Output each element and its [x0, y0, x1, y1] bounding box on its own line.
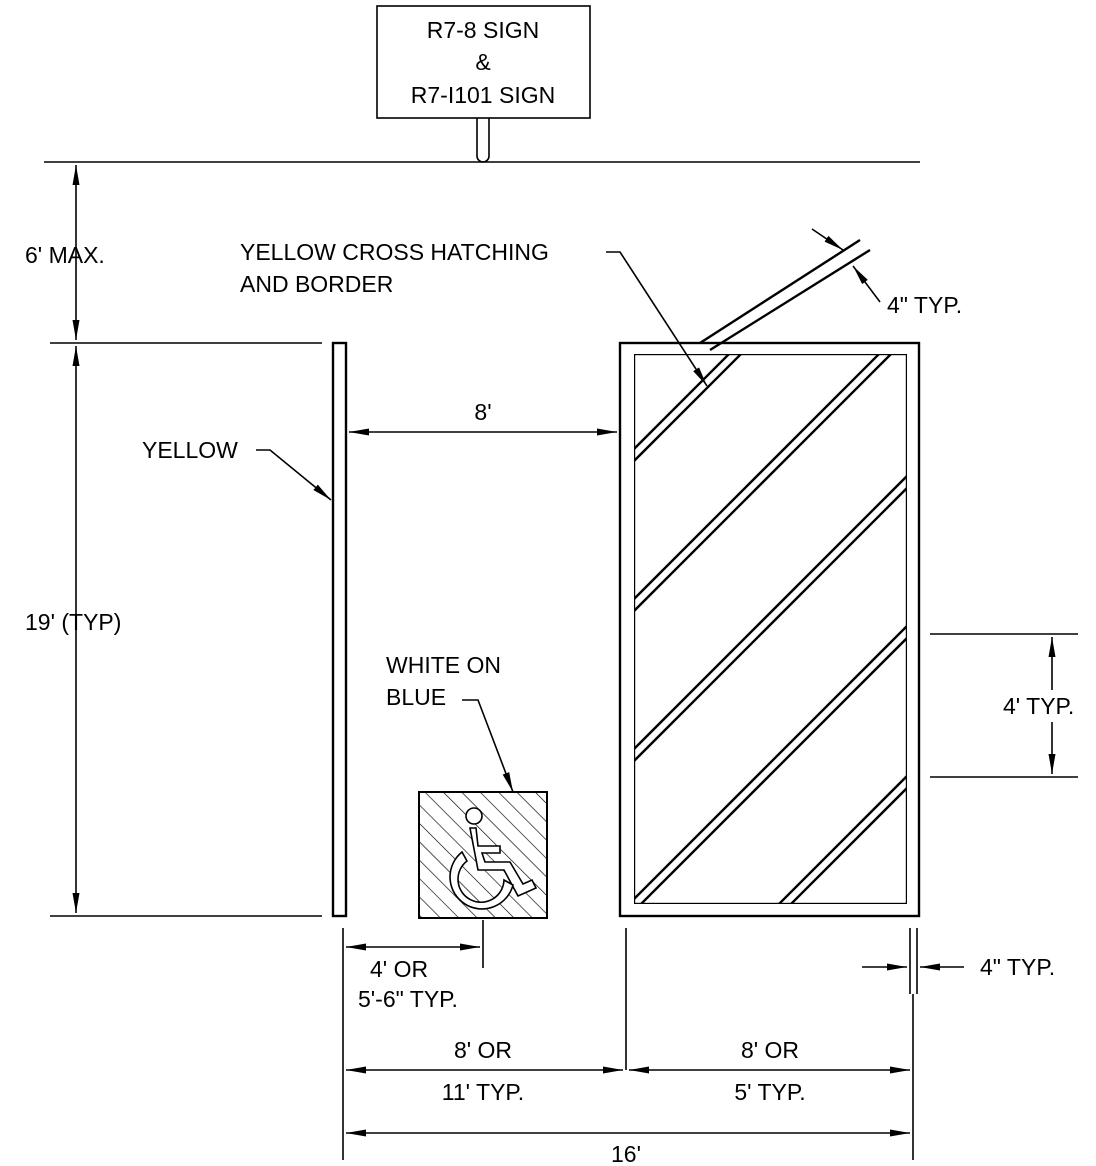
yellow-label: YELLOW [142, 437, 238, 463]
sign-post [476, 118, 490, 163]
aisle-inner-border [634, 354, 907, 904]
stripe-width-top-label: 4" TYP. [887, 292, 962, 318]
hatch-stripe [634, 566, 907, 904]
sign-line-2: & [475, 49, 490, 75]
stripe-width-arrow-top [811, 228, 844, 251]
cross-hatching-label-2: AND BORDER [240, 271, 393, 297]
cross-hatching [634, 354, 907, 904]
aisle-border [618, 341, 921, 918]
stall-bottom-label-1: 8' OR [454, 1037, 512, 1063]
aisle-bottom-label-1: 8' OR [741, 1037, 799, 1063]
max-height-label: 6' MAX. [25, 242, 105, 268]
white-on-label-2: BLUE [386, 684, 446, 710]
stall-width-label: 8' [474, 399, 491, 425]
wheelchair-icon [449, 807, 538, 910]
stripe-extension [699, 238, 871, 352]
sign-line-3: R7-I101 SIGN [411, 82, 555, 108]
cross-hatching-leader [606, 251, 708, 387]
stall-length-label: 19' (TYP) [25, 609, 121, 635]
sign: R7-8 SIGN & R7-I101 SIGN [376, 5, 591, 163]
hatch-stripe [634, 354, 907, 512]
sign-line-1: R7-8 SIGN [427, 17, 539, 43]
accessibility-symbol [418, 791, 548, 919]
symbol-offset-label-2: 5'-6" TYP. [358, 986, 458, 1012]
hatch-stripe [634, 716, 907, 904]
left-stall-line [331, 341, 348, 918]
white-on-label-1: WHITE ON [386, 652, 501, 678]
hatch-stripe [634, 578, 907, 904]
hatch-stripe [634, 416, 907, 800]
hatch-stripe [634, 728, 907, 904]
hatch-stripe [634, 354, 907, 662]
sign-board [376, 5, 591, 119]
stripe-width-bottom-label: 4" TYP. [980, 954, 1055, 980]
hatch-stripe [634, 428, 907, 812]
hatch-spacing-label: 4' TYP. [1003, 693, 1074, 719]
stripe-width-arrow-bottom [852, 265, 881, 303]
aisle-bottom-label-2: 5' TYP. [734, 1079, 805, 1105]
total-width-label: 16' [611, 1141, 641, 1166]
yellow-leader [256, 449, 332, 501]
symbol-offset-label-1: 4' OR [370, 956, 428, 982]
cross-hatching-label-1: YELLOW CROSS HATCHING [240, 239, 549, 265]
hatch-stripe [634, 354, 907, 500]
stall-bottom-label-2: 11' TYP. [442, 1079, 524, 1105]
white-on-blue-leader [462, 699, 514, 793]
hatch-stripe [634, 354, 907, 650]
